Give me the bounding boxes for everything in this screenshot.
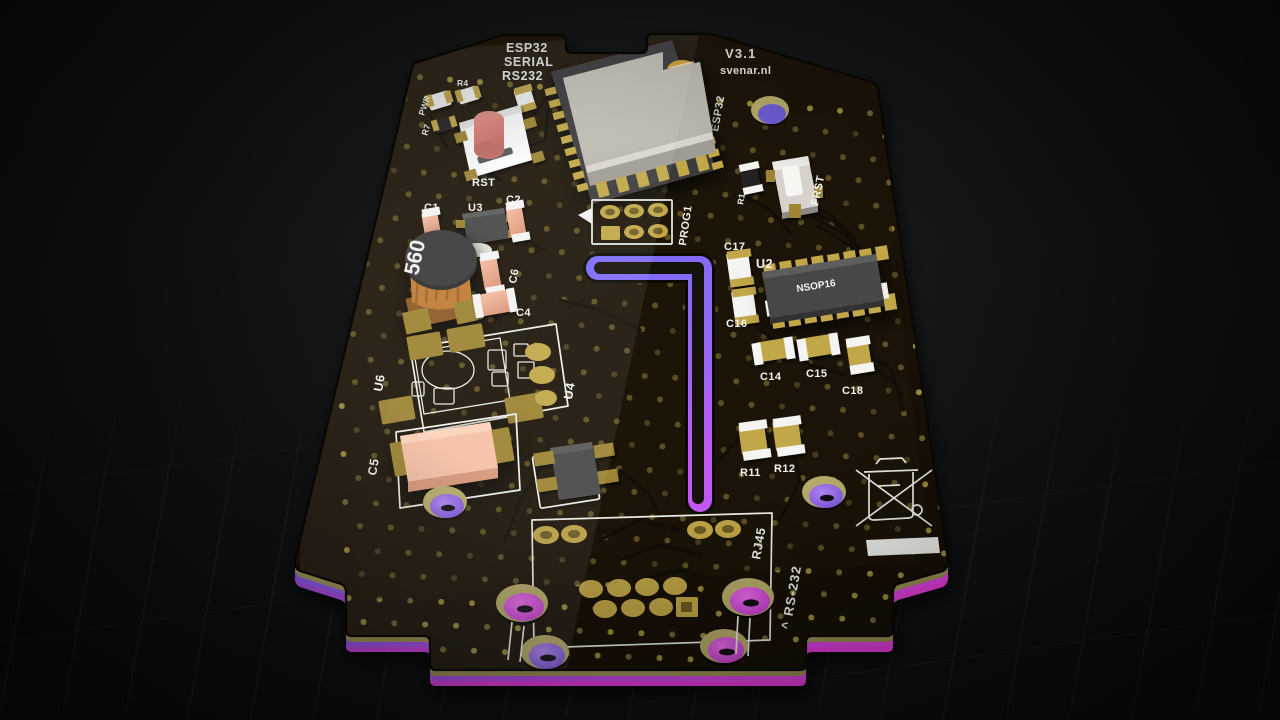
silk-label-c14: C14 [760, 371, 782, 383]
silk-label-c18: C18 [842, 385, 863, 397]
silk-label-vendor: svenar.nl [720, 65, 771, 77]
silk-label-r1: R1 [735, 192, 747, 205]
mounting-hole-right-bottom [722, 578, 774, 619]
silk-label-c17: C17 [724, 241, 745, 253]
silk-label-c15: C15 [806, 368, 827, 380]
mounting-hole-right-mid [802, 476, 846, 510]
blank-white-label [866, 537, 940, 556]
silk-label-version: V3.1 [725, 46, 757, 61]
mounting-hole-top-right [751, 96, 789, 126]
mounting-hole-bottom-right-edge [700, 629, 748, 666]
silk-label-c16: C16 [726, 318, 747, 330]
silk-label-r12: R12 [774, 463, 795, 475]
component-c17[interactable] [726, 248, 755, 288]
silk-label-r11: R11 [740, 467, 761, 479]
silk-label-u2: U2 [756, 257, 773, 271]
